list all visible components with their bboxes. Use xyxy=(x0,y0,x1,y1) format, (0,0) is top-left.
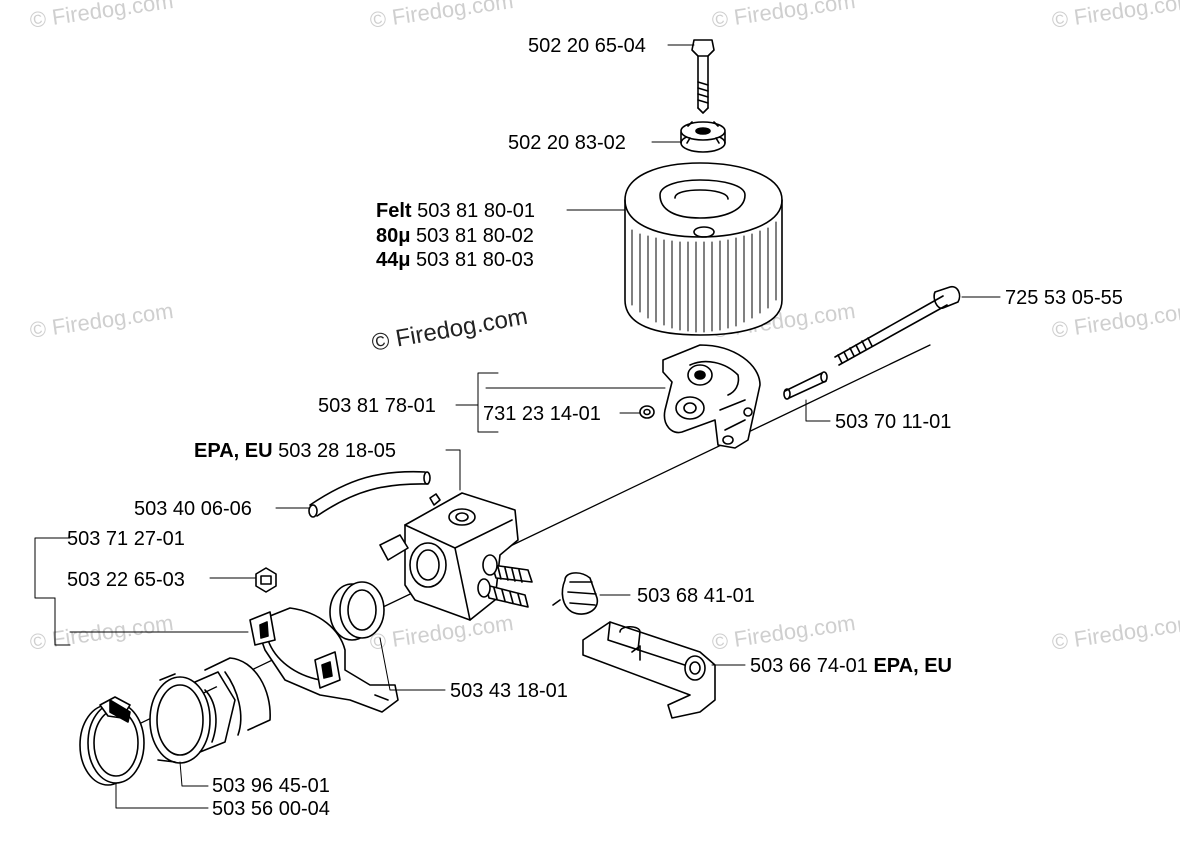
carburetor-drawing xyxy=(379,492,533,621)
label-intake: 503 96 45-01 xyxy=(212,775,330,797)
label-small-nut: 731 23 14-01 xyxy=(483,403,601,425)
leader-lines xyxy=(34,44,1001,809)
label-adapter: 503 43 18-01 xyxy=(450,680,568,702)
label-group: 503 71 27-01 xyxy=(67,528,185,550)
label-holder: 503 81 78-01 xyxy=(318,395,436,417)
air-filter-drawing xyxy=(624,162,783,336)
choke-lever-drawing xyxy=(552,572,599,615)
label-clamp: 503 56 00-04 xyxy=(212,798,330,820)
intake-pipe-drawing xyxy=(149,657,271,764)
label-filter-80: 80μ 503 81 80-02 xyxy=(376,225,534,247)
label-choke: 503 68 41-01 xyxy=(637,585,755,607)
adapter-ring-drawing xyxy=(329,581,385,641)
label-long-bolt: 725 53 05-55 xyxy=(1005,287,1123,309)
fuel-hose-drawing xyxy=(308,470,431,518)
hose-clamp-drawing xyxy=(79,696,145,786)
bolt-drawing xyxy=(691,39,715,114)
label-plate: 503 66 74-01 EPA, EU xyxy=(750,655,952,677)
small-nut-drawing xyxy=(639,405,655,419)
label-filter-felt: Felt 503 81 80-01 xyxy=(376,200,536,222)
retainer-bracket-drawing xyxy=(249,607,399,713)
clip-drawing xyxy=(255,567,277,593)
carburetor-screws xyxy=(477,554,533,608)
label-clip: 503 22 65-03 xyxy=(67,569,185,591)
knob-nut-drawing xyxy=(680,121,726,153)
label-filter-44: 44μ 503 81 80-03 xyxy=(376,249,534,271)
label-knob-nut: 502 20 83-02 xyxy=(508,132,626,154)
label-fuel-hose: 503 40 06-06 xyxy=(134,498,252,520)
plate-drawing xyxy=(582,621,716,719)
sleeve-drawing xyxy=(783,371,828,400)
holder-bracket-drawing xyxy=(662,344,761,449)
long-bolt-drawing xyxy=(834,285,961,366)
label-carburetor: EPA, EU 503 28 18-05 xyxy=(194,440,396,462)
label-bolt: 502 20 65-04 xyxy=(528,35,646,57)
label-sleeve: 503 70 11-01 xyxy=(835,411,952,433)
